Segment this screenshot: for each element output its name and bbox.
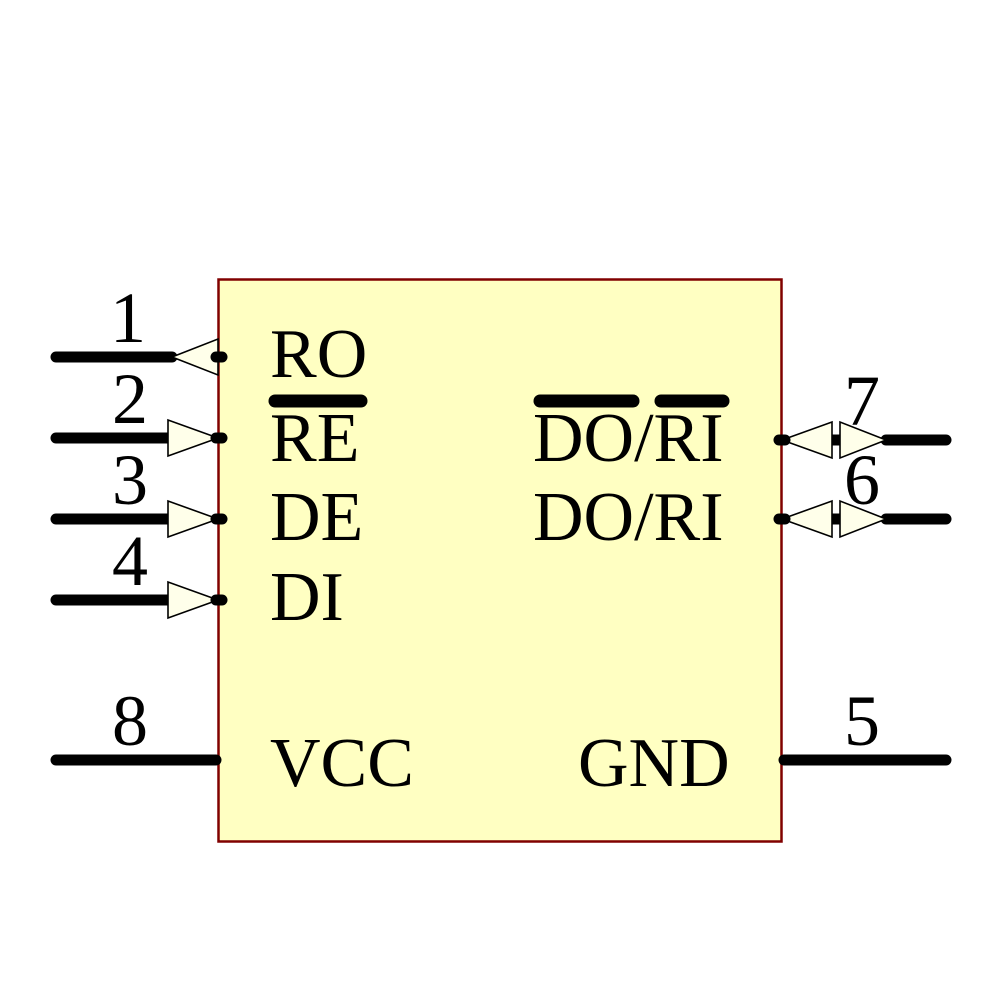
pin-7-label: DO/RI [533, 400, 724, 477]
pin-2-number: 2 [112, 359, 148, 439]
pin-8[interactable]: 8 [50, 681, 222, 766]
pin-4-number: 4 [112, 521, 148, 601]
pin-5-label: GND [578, 725, 730, 802]
pin-2[interactable]: 2 [50, 359, 228, 458]
pin-2-label: RE [270, 400, 359, 477]
pin-4-input-arrow-icon [167, 580, 221, 620]
pin-3-number: 3 [112, 440, 148, 520]
pin-6-bidir-arrow-left-icon [779, 499, 833, 539]
pin-1[interactable]: 1 [50, 278, 228, 377]
pin-2-input-arrow-icon [167, 418, 221, 458]
pin-7-bidir-arrow-right-icon [839, 420, 889, 460]
pin-6-bidir-arrow-right-icon [839, 499, 889, 539]
pin-3-label: DE [270, 479, 363, 556]
pin-6-number: 6 [844, 440, 880, 520]
pin-4[interactable]: 4 [50, 521, 228, 620]
pin-1-label: RO [270, 316, 367, 393]
pin-3[interactable]: 3 [50, 440, 228, 539]
pin-6-label: DO/RI [533, 479, 724, 556]
pin-8-label: VCC [270, 725, 414, 802]
pin-8-number: 8 [112, 681, 148, 761]
pin-1-number: 1 [110, 278, 146, 358]
pin-3-input-arrow-icon [167, 499, 221, 539]
pin-5[interactable]: 5 [778, 681, 952, 766]
pin-6[interactable]: 6 [773, 440, 952, 539]
ic-body[interactable] [217, 278, 783, 843]
pin-7-number: 7 [844, 361, 880, 441]
pin-5-number: 5 [844, 681, 880, 761]
pin-7[interactable]: 7 [773, 361, 952, 460]
pin-4-label: DI [270, 559, 344, 636]
pin-7-bidir-arrow-left-icon [779, 420, 833, 460]
